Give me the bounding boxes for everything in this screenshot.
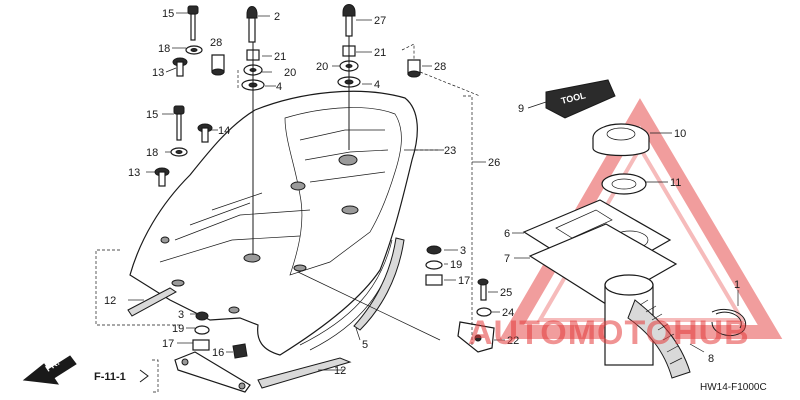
cap-28-left bbox=[211, 54, 225, 76]
callout-10: 10 bbox=[674, 128, 686, 140]
washer-19-left bbox=[194, 325, 210, 335]
callout-21-left: 21 bbox=[274, 51, 286, 63]
washer-17-left bbox=[192, 339, 210, 351]
fastener-2 bbox=[246, 6, 258, 43]
callout-5: 5 bbox=[362, 339, 368, 351]
callouts: 15 2 27 18 28 21 21 13 20 20 4 4 28 15 1… bbox=[104, 8, 740, 377]
washer-17-right bbox=[425, 274, 443, 286]
fastener-15-top bbox=[187, 5, 199, 41]
callout-28-right: 28 bbox=[434, 61, 446, 73]
section-reference-label: F-11-1 bbox=[94, 371, 126, 383]
callout-15-top: 15 bbox=[162, 8, 174, 20]
fastener-27 bbox=[342, 4, 356, 37]
callout-17-left: 17 bbox=[162, 338, 174, 350]
washer-18-top bbox=[185, 45, 203, 55]
callout-12-lower: 12 bbox=[334, 365, 346, 377]
callout-1: 1 bbox=[734, 279, 740, 291]
callout-2: 2 bbox=[274, 11, 280, 23]
callout-13-mid: 13 bbox=[128, 167, 140, 179]
callout-24: 24 bbox=[502, 307, 514, 319]
callout-8: 8 bbox=[708, 353, 714, 365]
callout-4-left: 4 bbox=[276, 81, 282, 93]
fastener-13-top bbox=[172, 57, 188, 77]
mounting-bracket bbox=[174, 351, 251, 393]
hull-tray bbox=[129, 90, 418, 356]
hose-clamp-1 bbox=[711, 308, 747, 337]
front-indicator: FR. bbox=[22, 355, 77, 385]
callout-16: 16 bbox=[212, 347, 224, 359]
fastener-14 bbox=[197, 123, 213, 143]
callout-17-right: 17 bbox=[458, 275, 470, 287]
washer-3-left bbox=[195, 311, 209, 321]
leader-lines bbox=[128, 12, 739, 371]
callout-3-right: 3 bbox=[460, 245, 466, 257]
seal-strip-lower bbox=[257, 357, 352, 389]
callout-21-right: 21 bbox=[374, 47, 386, 59]
callout-26: 26 bbox=[488, 157, 500, 169]
callout-9: 9 bbox=[518, 103, 524, 115]
callout-19-right: 19 bbox=[450, 259, 462, 271]
seal-strip-right bbox=[353, 237, 405, 331]
callout-22: 22 bbox=[507, 335, 519, 347]
washer-3-right bbox=[426, 245, 442, 255]
callout-27: 27 bbox=[374, 15, 386, 27]
cap-28-right bbox=[407, 59, 421, 78]
callout-18-top: 18 bbox=[158, 43, 170, 55]
screw-25 bbox=[477, 278, 489, 301]
callout-13-top: 13 bbox=[152, 67, 164, 79]
section-reference: F-11-1 bbox=[94, 359, 159, 393]
fastener-15-mid bbox=[173, 105, 185, 141]
fastener-13-mid bbox=[154, 167, 170, 187]
callout-28-left: 28 bbox=[210, 37, 222, 49]
gasket-11 bbox=[601, 173, 647, 195]
callout-11: 11 bbox=[670, 177, 681, 189]
filler-neck-8 bbox=[604, 274, 691, 379]
callout-20-left: 20 bbox=[284, 67, 296, 79]
callout-6: 6 bbox=[504, 228, 510, 240]
cap-cover-9: TOOL bbox=[545, 79, 616, 119]
callout-7: 7 bbox=[504, 253, 510, 265]
watermark-text: AUTOMOTOHUB bbox=[468, 314, 750, 352]
callout-15-mid: 15 bbox=[146, 109, 158, 121]
callout-3-left: 3 bbox=[178, 309, 184, 321]
grommet-16 bbox=[232, 343, 248, 359]
callout-14: 14 bbox=[218, 125, 230, 137]
callout-18-mid: 18 bbox=[146, 147, 158, 159]
callout-19-left: 19 bbox=[172, 323, 184, 335]
washer-18-mid bbox=[170, 147, 188, 157]
figure-code: HW14-F1000C bbox=[700, 382, 767, 393]
seal-strip-left bbox=[127, 287, 177, 317]
callout-4-right: 4 bbox=[374, 79, 380, 91]
callout-25: 25 bbox=[500, 287, 512, 299]
callout-20-right: 20 bbox=[316, 61, 328, 73]
clip-22 bbox=[457, 321, 495, 353]
callout-12-left: 12 bbox=[104, 295, 116, 307]
callout-23: 23 bbox=[444, 145, 456, 157]
filler-cap-10 bbox=[592, 123, 650, 157]
washer-19-right bbox=[425, 260, 443, 270]
